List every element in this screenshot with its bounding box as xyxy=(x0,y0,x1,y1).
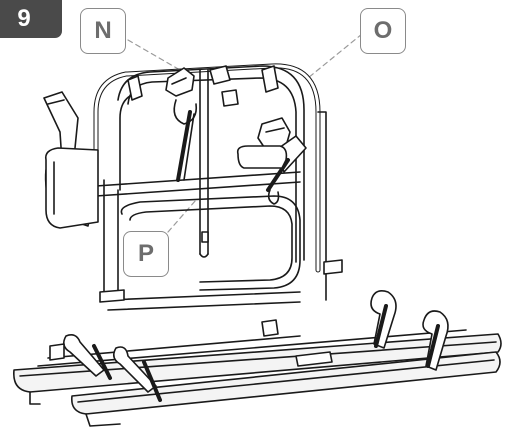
frame-holder-right xyxy=(236,117,307,205)
frame-holder-left xyxy=(165,67,198,182)
callout-label-o: O xyxy=(360,8,406,54)
rail-connector xyxy=(37,329,467,367)
wheel-rail-rear xyxy=(70,351,501,427)
frame-clips xyxy=(127,65,279,101)
leader-line-n xyxy=(127,39,181,71)
step-badge: 9 xyxy=(0,0,62,38)
leader-lines xyxy=(127,33,363,233)
center-rod xyxy=(199,69,209,258)
wheel-strap-left xyxy=(62,334,162,402)
lower-clamps xyxy=(49,259,343,361)
callout-label-p: P xyxy=(123,231,169,277)
callout-label-n: N xyxy=(80,8,126,54)
leader-line-o xyxy=(307,33,363,79)
frame-holder-top-knob xyxy=(209,65,239,107)
wheel-strap-right xyxy=(370,290,449,371)
tail-light xyxy=(44,147,99,229)
leader-line-p xyxy=(167,199,197,233)
step-number: 9 xyxy=(17,5,31,32)
